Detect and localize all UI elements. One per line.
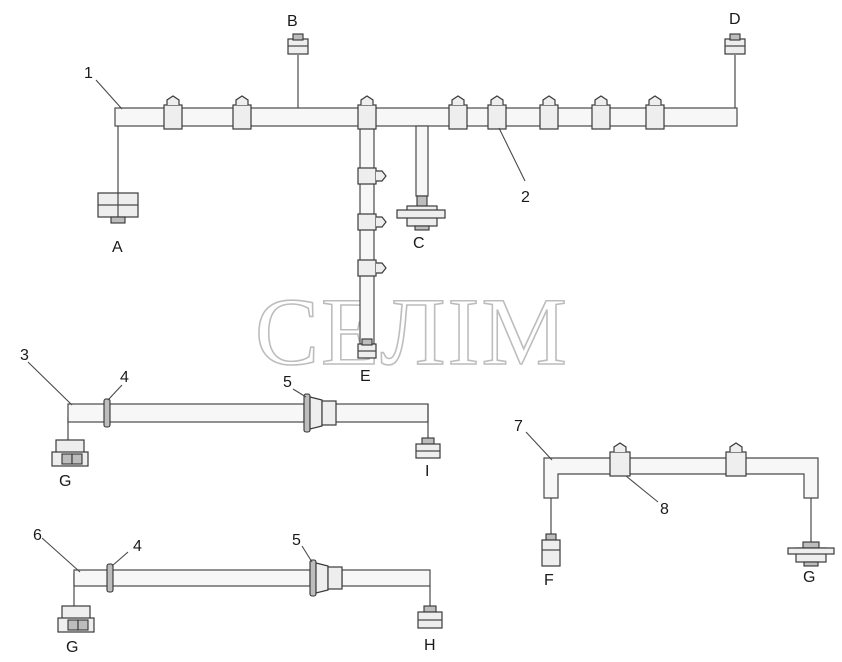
label-i: I xyxy=(425,463,429,480)
harness-7 xyxy=(525,431,835,567)
label-c: C xyxy=(413,235,425,252)
clip xyxy=(357,167,387,185)
connector-c xyxy=(396,195,446,231)
callout-5-top: 5 xyxy=(283,374,292,391)
harness-3-tail xyxy=(333,403,429,423)
callout-5-bottom: 5 xyxy=(292,532,301,549)
leader-5-bottom xyxy=(301,545,313,563)
callout-1: 1 xyxy=(84,65,93,82)
leader-1 xyxy=(95,79,123,110)
callout-7: 7 xyxy=(514,418,523,435)
harness-6-main xyxy=(111,569,311,587)
leader-4-top xyxy=(107,384,123,401)
label-g-2: G xyxy=(66,639,78,656)
label-e: E xyxy=(360,368,371,385)
label-b: B xyxy=(287,13,298,30)
label-a: A xyxy=(112,239,123,256)
label-g-3: G xyxy=(803,569,815,586)
leader-4-bottom xyxy=(111,551,129,567)
connector-g-3 xyxy=(787,541,835,567)
connector-b xyxy=(287,33,309,55)
labels: A B C D E F G G G H I 1 2 3 4 5 6 4 5 7 … xyxy=(20,11,815,656)
leader-3 xyxy=(27,361,73,406)
branch-e-clips xyxy=(357,167,387,277)
leader-7 xyxy=(525,431,553,461)
callout-6: 6 xyxy=(33,527,42,544)
clip xyxy=(645,95,665,130)
connector-i xyxy=(415,437,441,459)
clip xyxy=(448,95,468,130)
connector-h xyxy=(417,605,443,629)
connector-d xyxy=(724,33,746,55)
harness-1 xyxy=(95,33,746,359)
branch-c-wire xyxy=(415,125,429,197)
clip xyxy=(609,442,631,477)
callout-8: 8 xyxy=(660,501,669,518)
harness-7-body xyxy=(543,457,819,499)
clip xyxy=(232,95,252,130)
watermark: СЕЛІМ xyxy=(255,278,569,385)
grommet-4 xyxy=(103,398,111,428)
branch-e-wire xyxy=(359,125,375,345)
harness-6-tail xyxy=(341,569,431,587)
harness-1-trunk xyxy=(114,107,738,127)
clip xyxy=(357,259,387,277)
label-d: D xyxy=(729,11,741,28)
clip xyxy=(539,95,559,130)
connector-g-2 xyxy=(57,605,95,633)
connector-g-1 xyxy=(51,439,89,467)
clip xyxy=(357,95,377,130)
clip xyxy=(591,95,611,130)
leader-2 xyxy=(498,127,526,182)
connector-e xyxy=(357,338,377,359)
callout-4-top: 4 xyxy=(120,369,129,386)
callout-2: 2 xyxy=(521,189,530,206)
connector-a xyxy=(97,192,139,224)
harness-3 xyxy=(27,361,441,467)
harness-3-lead xyxy=(67,403,109,423)
boot-5b xyxy=(309,559,343,597)
label-h: H xyxy=(424,637,436,654)
label-f: F xyxy=(544,572,554,589)
harness-3-main xyxy=(107,403,305,423)
label-g-1: G xyxy=(59,473,71,490)
clip xyxy=(163,95,183,130)
callout-4-bottom: 4 xyxy=(133,538,142,555)
harness-6 xyxy=(41,537,443,633)
harness-6-lead xyxy=(73,569,109,587)
leader-6 xyxy=(41,537,81,573)
clip xyxy=(725,442,747,477)
trunk-clips xyxy=(163,95,665,130)
clip xyxy=(487,95,507,130)
boot-5 xyxy=(303,393,337,433)
connector-f xyxy=(541,533,561,567)
grommet-4b xyxy=(106,563,114,593)
leader-8 xyxy=(625,475,659,503)
clip xyxy=(357,213,387,231)
leader-5-top xyxy=(292,388,307,398)
callout-3: 3 xyxy=(20,347,29,364)
